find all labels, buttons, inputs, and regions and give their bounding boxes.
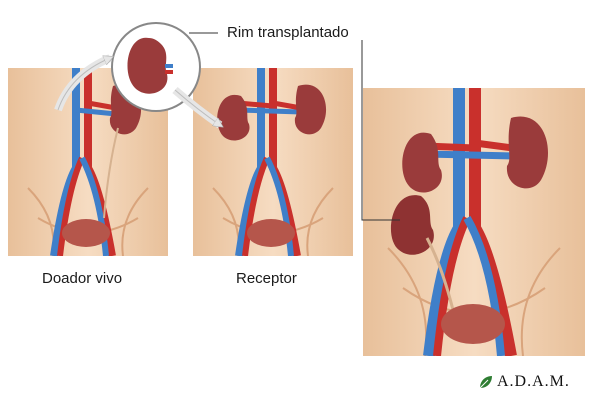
recipient-caption: Receptor [236,270,297,287]
transplant-panel [363,88,585,356]
logo-text: A.D.A.M. [497,373,570,390]
leaf-icon [479,376,492,389]
kidney-icon [127,37,173,94]
donated-kidney-inset [111,22,201,112]
recipient-anatomy-illustration [193,68,353,256]
recipient-panel [193,68,353,256]
transplant-anatomy-illustration [363,88,585,356]
transplanted-kidney-label: Rim transplantado [227,24,349,41]
adam-logo: A.D.A.M. [478,372,570,392]
donor-caption: Doador vivo [42,270,123,287]
